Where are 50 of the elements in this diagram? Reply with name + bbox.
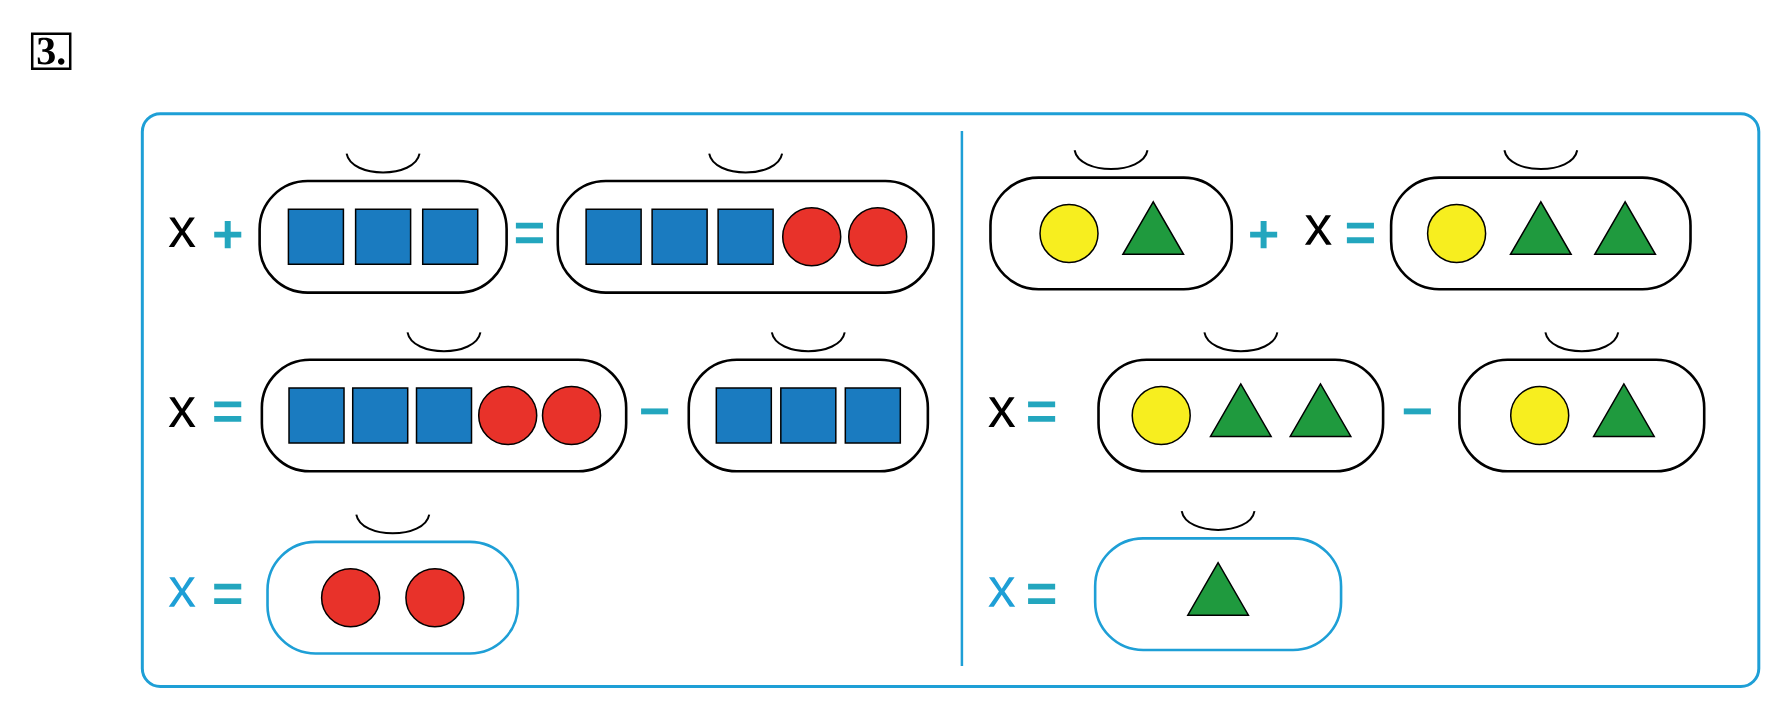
circle — [781, 207, 842, 267]
variable: x — [988, 577, 1016, 607]
set-oval — [1389, 149, 1692, 291]
square — [287, 208, 345, 266]
set-oval — [556, 152, 935, 294]
exercise-number: 3. — [30, 32, 72, 70]
set-oval — [687, 331, 930, 473]
operator: = — [1346, 222, 1374, 244]
variable: x — [168, 577, 196, 607]
square — [421, 208, 479, 266]
circle — [320, 567, 381, 628]
square — [415, 387, 473, 444]
square — [651, 208, 708, 266]
square — [585, 208, 642, 266]
circle — [477, 385, 538, 446]
variable: x — [1304, 215, 1332, 245]
operator: = — [515, 222, 543, 244]
operator: + — [214, 220, 242, 249]
circle — [1509, 385, 1570, 446]
operator: + — [1250, 220, 1278, 249]
square — [351, 387, 409, 444]
set-oval — [1097, 331, 1385, 473]
operator: = — [214, 401, 242, 422]
set-oval — [260, 331, 628, 473]
set-oval — [266, 513, 520, 655]
set-oval — [1458, 331, 1706, 473]
operator: = — [214, 583, 242, 605]
circle — [541, 385, 602, 446]
operator: − — [641, 408, 669, 415]
square — [780, 387, 837, 444]
variable: x — [988, 397, 1016, 427]
square — [844, 387, 902, 444]
square — [715, 387, 773, 444]
set-oval — [1093, 510, 1343, 652]
operator: = — [1028, 401, 1056, 422]
square — [717, 208, 774, 266]
triangle — [1186, 561, 1250, 616]
circle — [405, 567, 465, 628]
circle — [847, 207, 908, 267]
variable: x — [168, 397, 196, 427]
variable: x — [168, 217, 196, 247]
set-oval — [989, 149, 1234, 291]
circle — [1131, 385, 1191, 446]
set-oval — [258, 152, 508, 294]
circle — [1039, 203, 1099, 264]
operator: − — [1403, 408, 1431, 415]
square — [288, 387, 345, 444]
circle — [1426, 203, 1487, 264]
operator: = — [1028, 583, 1056, 605]
square — [354, 208, 412, 266]
